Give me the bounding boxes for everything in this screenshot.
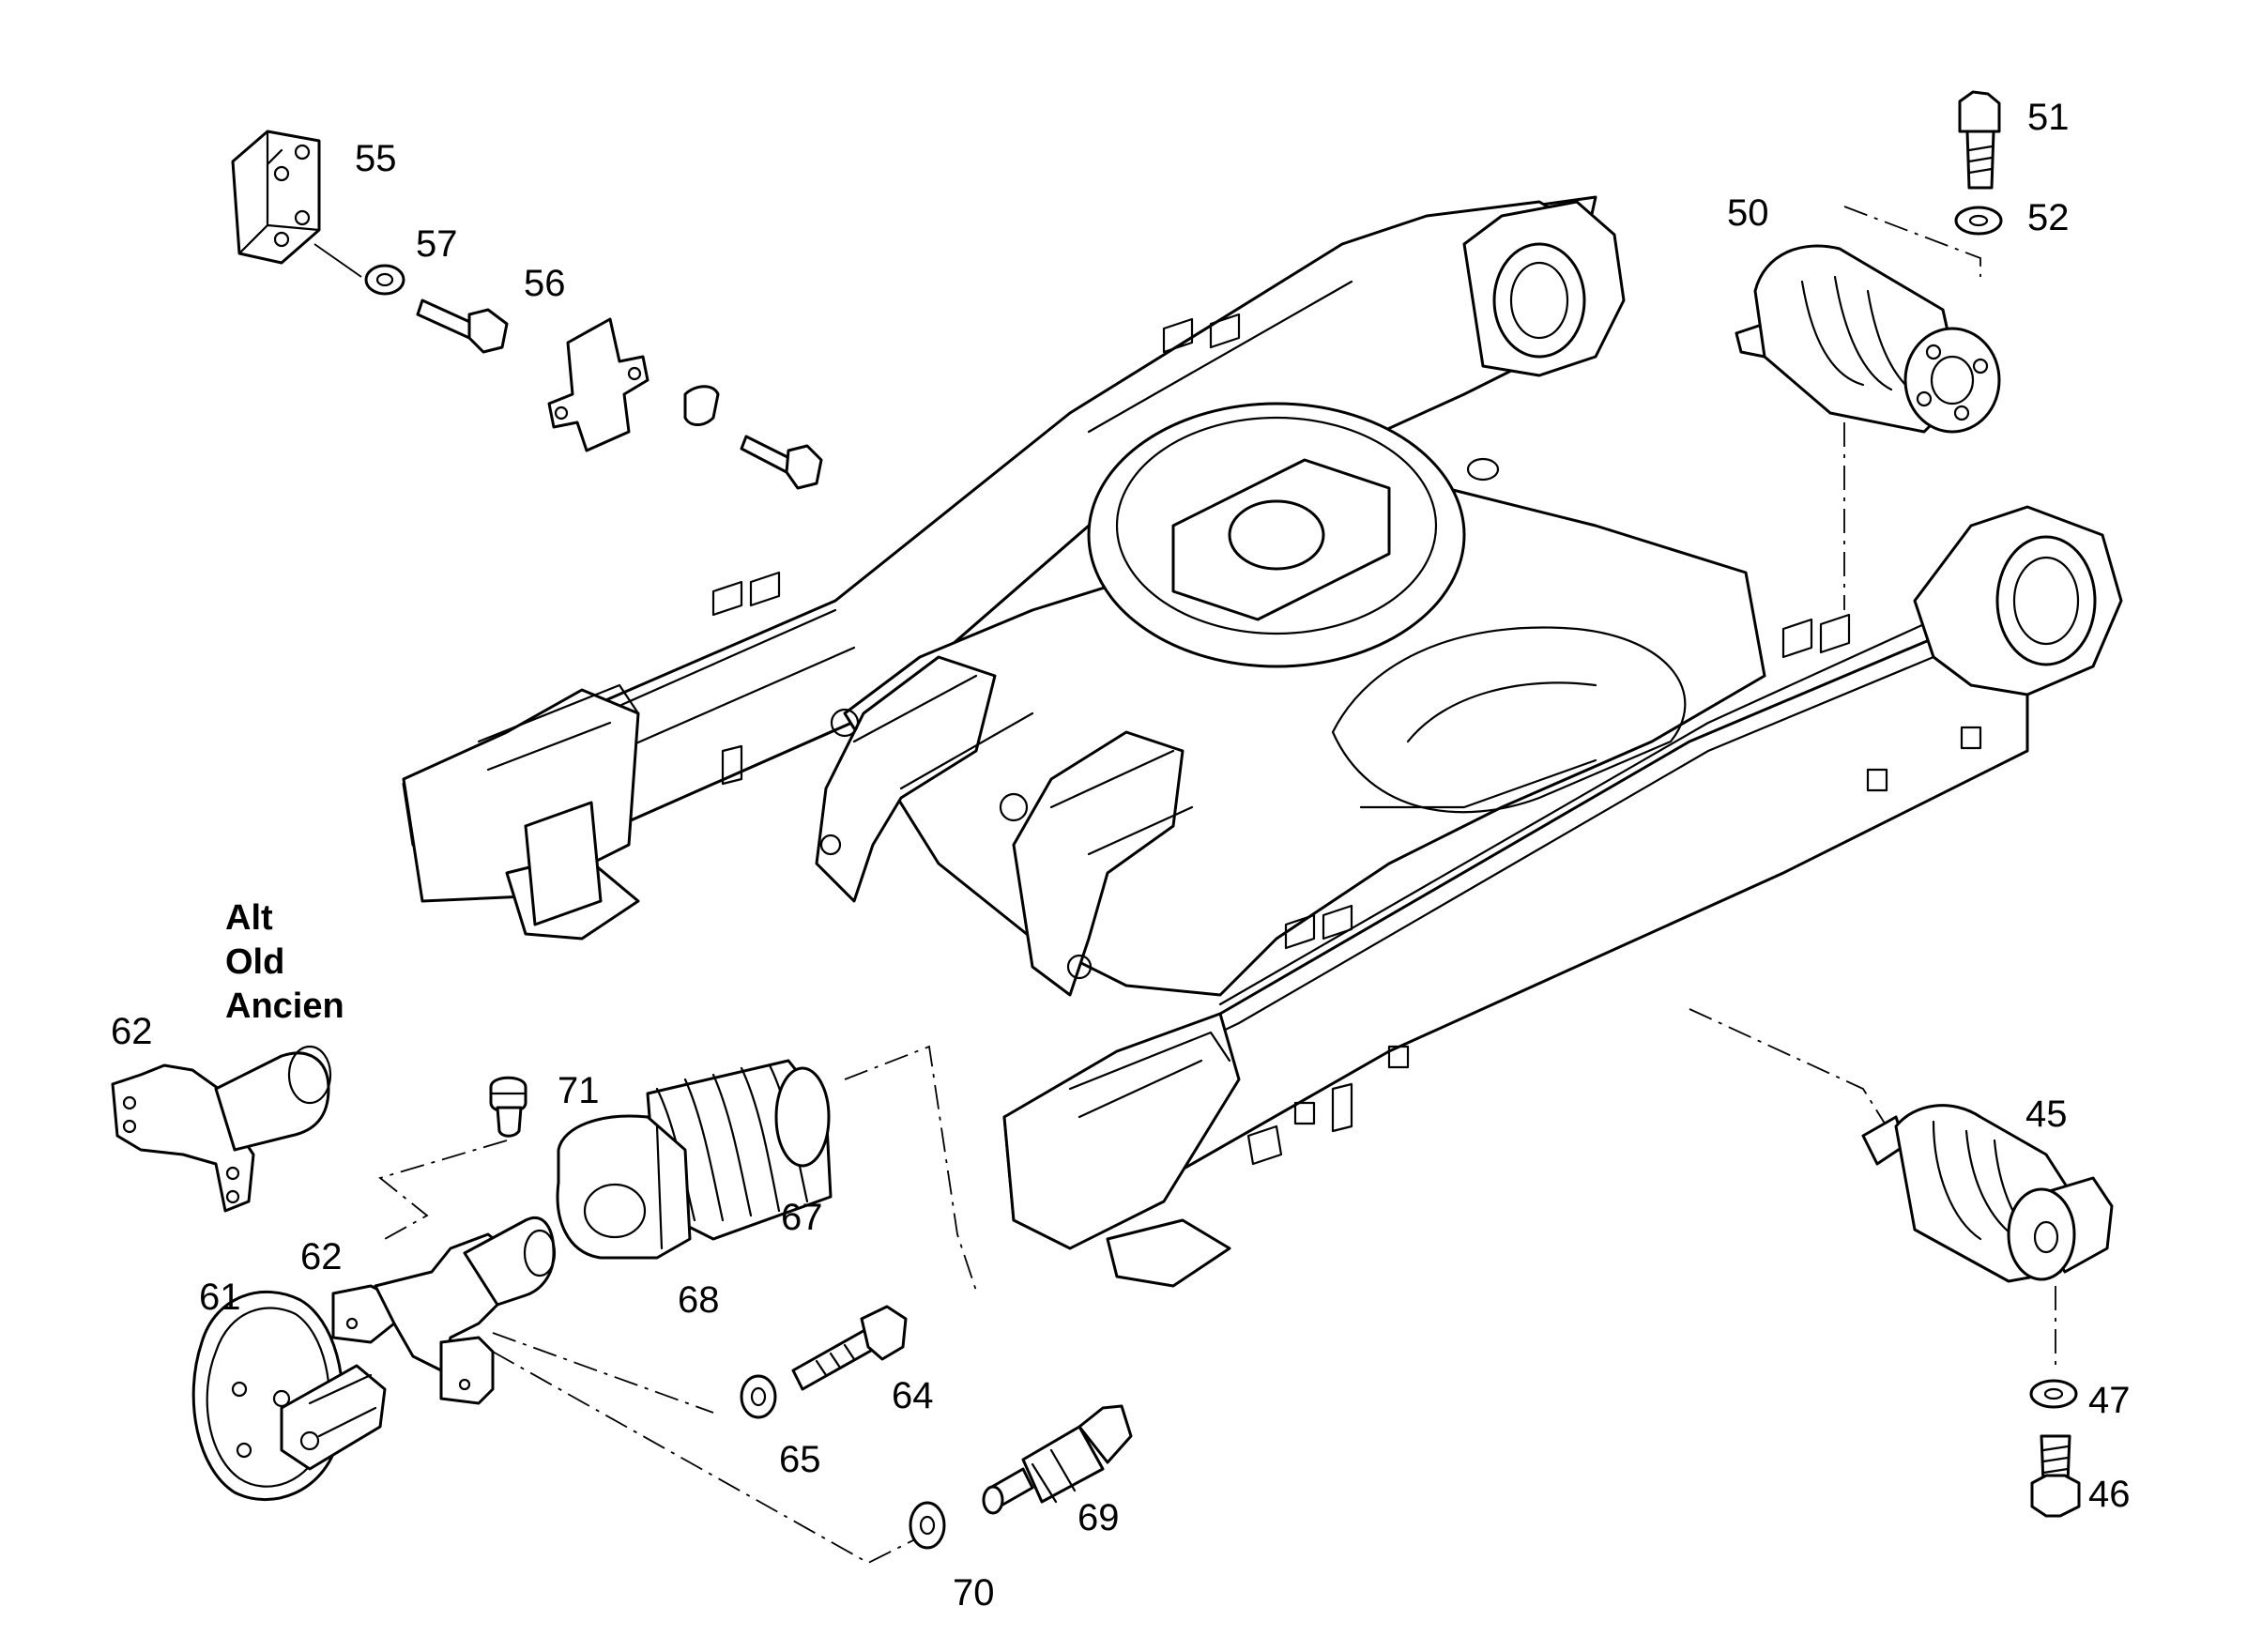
callout-70: 70	[953, 1572, 995, 1614]
part-64-bolt	[791, 1305, 908, 1391]
callout-46: 46	[2088, 1474, 2131, 1515]
part-65-washer	[740, 1374, 777, 1419]
part-52-washer	[1954, 206, 2003, 236]
callout-55: 55	[355, 138, 397, 179]
variant-note: Alt Old Ancien	[225, 898, 344, 1026]
callout-50: 50	[1727, 192, 1769, 234]
callout-69: 69	[1078, 1497, 1120, 1538]
variant-note-line-2: Old	[225, 942, 284, 982]
variant-note-line-1: Alt	[225, 898, 273, 938]
callout-56: 56	[524, 263, 566, 304]
undercarriage-frame	[402, 195, 2123, 1288]
callout-51: 51	[2027, 97, 2070, 138]
part-46-bolt	[2030, 1434, 2081, 1518]
callout-45: 45	[2025, 1094, 2068, 1135]
part-57-washer	[364, 264, 405, 296]
part-45-track-roller	[1689, 1008, 2114, 1283]
callout-67: 67	[781, 1197, 823, 1238]
part-71-grease-fitting	[489, 1076, 527, 1138]
part-62-bracket	[331, 1216, 557, 1405]
part-67-recoil-spring	[646, 1059, 833, 1241]
part-70-washer	[909, 1501, 946, 1550]
callout-numbers: 55 57 56 51 52 50 62 71 67 68 61 64 65 6…	[111, 97, 2131, 1614]
callout-62-old: 62	[111, 1011, 153, 1052]
callout-47: 47	[2088, 1380, 2131, 1421]
callout-52: 52	[2027, 197, 2070, 238]
callout-62: 62	[300, 1236, 343, 1277]
part-69-valve	[982, 1404, 1133, 1515]
callout-71: 71	[558, 1070, 600, 1111]
part-47-washer	[2029, 1379, 2078, 1409]
part-68-spring-retainer	[556, 1114, 692, 1260]
part-50-carrier-roller	[1735, 244, 2001, 434]
variant-note-line-3: Ancien	[225, 987, 344, 1026]
callout-57: 57	[416, 223, 458, 265]
part-51-bolt	[1958, 90, 2001, 190]
callout-65: 65	[779, 1439, 821, 1480]
callout-68: 68	[678, 1279, 720, 1321]
part-56-plate	[547, 317, 650, 452]
part-61-idler-wheel	[191, 1290, 387, 1502]
part-55-bracket	[231, 130, 321, 265]
part-62-old-bracket	[111, 1045, 332, 1213]
callout-64: 64	[892, 1375, 934, 1416]
callout-61: 61	[199, 1277, 241, 1318]
bolt-near-56	[416, 298, 823, 490]
